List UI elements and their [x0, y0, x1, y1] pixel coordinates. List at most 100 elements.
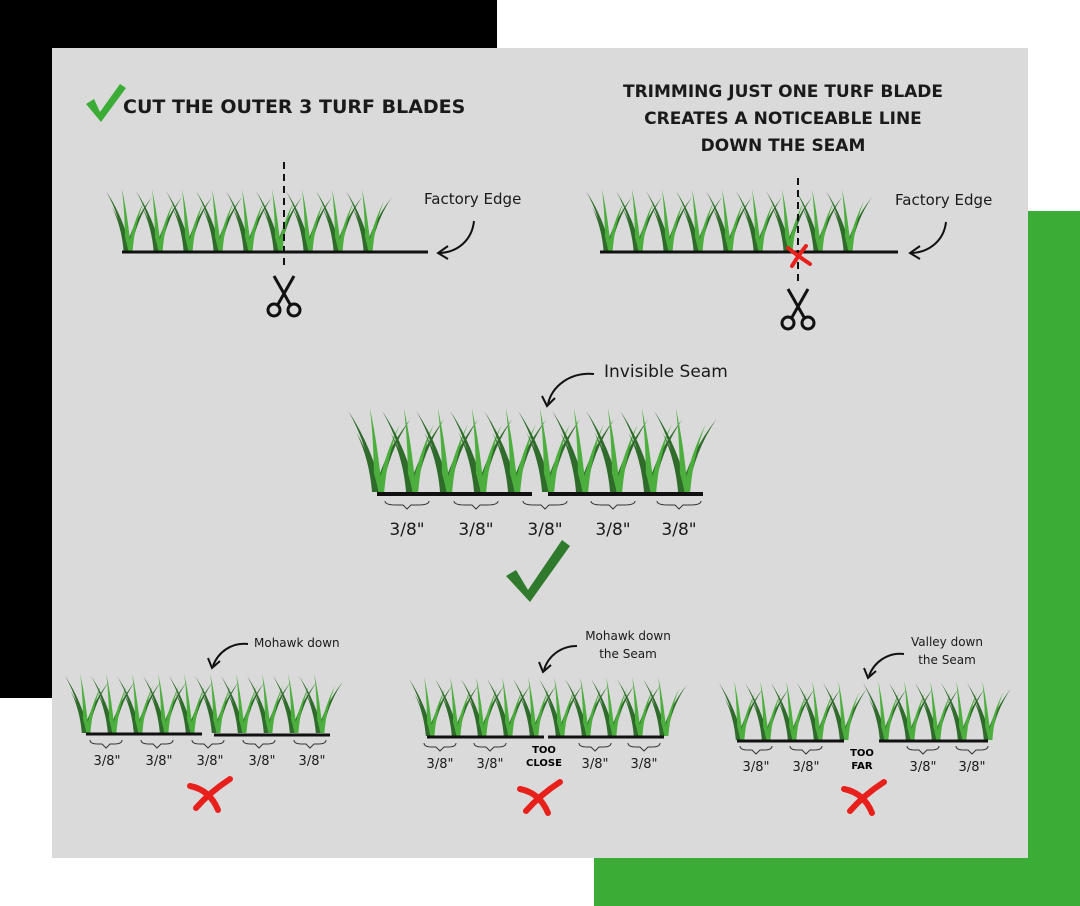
grass-blade [649, 424, 672, 492]
grass-blade [706, 191, 731, 251]
grass-blade [683, 424, 706, 492]
grass-blade [117, 676, 141, 733]
grass-blade [641, 408, 655, 492]
grass-blade [111, 685, 128, 733]
grass-blade [812, 189, 821, 251]
checkmark-icon [506, 540, 570, 602]
grass-blade [450, 677, 459, 736]
grass-blade [414, 694, 431, 736]
grass-blade [786, 681, 795, 740]
grass-blade [403, 408, 417, 492]
measurement-brace [473, 742, 507, 752]
measurement-label: 3/8" [476, 757, 504, 772]
grass-blade [65, 676, 89, 733]
red-x-icon [187, 776, 233, 813]
grass-blade [868, 698, 885, 740]
grass-blade [424, 432, 447, 492]
grass-blade [189, 685, 206, 733]
grass-blade [750, 698, 767, 740]
grass-blade [812, 681, 821, 740]
grass-blade [547, 424, 570, 492]
tag-line: TOO [532, 745, 556, 756]
grass-blade [187, 201, 204, 251]
grass-blade [662, 189, 671, 251]
measurement-brace [242, 739, 276, 749]
grass-blade [200, 691, 217, 733]
grass-blade [143, 676, 167, 733]
grass-blade [424, 677, 433, 736]
grass-blade [544, 694, 561, 736]
grass-blade [766, 191, 791, 251]
grass-blade [148, 691, 165, 733]
grass-blade [586, 191, 611, 251]
grass-blade [570, 694, 587, 736]
grass-blade [411, 424, 434, 492]
label-line: Mohawk down [585, 629, 671, 643]
grass-blade [823, 683, 847, 740]
grass-blade [466, 694, 483, 736]
scissors-icon [266, 275, 302, 318]
grass-blade [930, 681, 939, 740]
measurement-brace [191, 739, 225, 749]
too-close-tag: TOO CLOSE [526, 744, 562, 770]
grass-blade [247, 201, 264, 251]
grass-blade [596, 694, 613, 736]
grass-blade [210, 674, 219, 733]
grass-blade [166, 191, 191, 251]
grass-blade [552, 411, 587, 492]
grass-blade [606, 677, 615, 736]
measurement-brace [89, 739, 123, 749]
grass-blade [920, 698, 937, 740]
grass-blade [513, 679, 537, 736]
grass-blade [212, 189, 221, 251]
grass-blade [539, 408, 553, 492]
grass-blade [796, 191, 821, 251]
grass-blade [409, 679, 433, 736]
grass-blade [182, 189, 191, 251]
title-line: DOWN THE SEAM [700, 136, 866, 156]
grass-blade [581, 424, 604, 492]
grass-blade [592, 207, 609, 251]
grass-blade [782, 189, 791, 251]
grass-blade [487, 679, 511, 736]
grass-blade [277, 201, 294, 251]
scissors-icon [780, 288, 816, 331]
measurement-label: 3/8" [581, 757, 609, 772]
grass-blade [843, 692, 860, 740]
grass-blade [817, 201, 834, 251]
grass-blade [652, 207, 669, 251]
measurement-brace [384, 500, 430, 510]
grass-blade [202, 207, 219, 251]
grass-blade [169, 676, 193, 733]
grass-blade [221, 676, 245, 733]
measurement-brace [590, 500, 636, 510]
grass-blade [663, 688, 680, 736]
grass-blade [745, 683, 769, 740]
grass-blade [580, 677, 589, 736]
grass-blade [455, 688, 472, 736]
measurement-label: 3/8" [958, 760, 986, 775]
measurement-brace [453, 500, 499, 510]
grass-blade [637, 688, 654, 736]
grass-blade [96, 691, 113, 733]
grass-blade [502, 677, 511, 736]
grass-blade [946, 698, 963, 740]
grass-blade [742, 207, 759, 251]
grass-blade [85, 685, 102, 733]
grass-blade [941, 683, 965, 740]
grass-blade [724, 698, 741, 740]
grass-blade [195, 676, 219, 733]
grass-blade [637, 201, 654, 251]
grass-blade [560, 432, 583, 492]
grass-blade [356, 432, 379, 492]
title-line: CREATES A NOTICEABLE LINE [644, 109, 922, 129]
grass-blade [106, 674, 115, 733]
grass-blade [226, 191, 251, 251]
grass-blade [760, 681, 769, 740]
grass-blade [332, 189, 341, 251]
